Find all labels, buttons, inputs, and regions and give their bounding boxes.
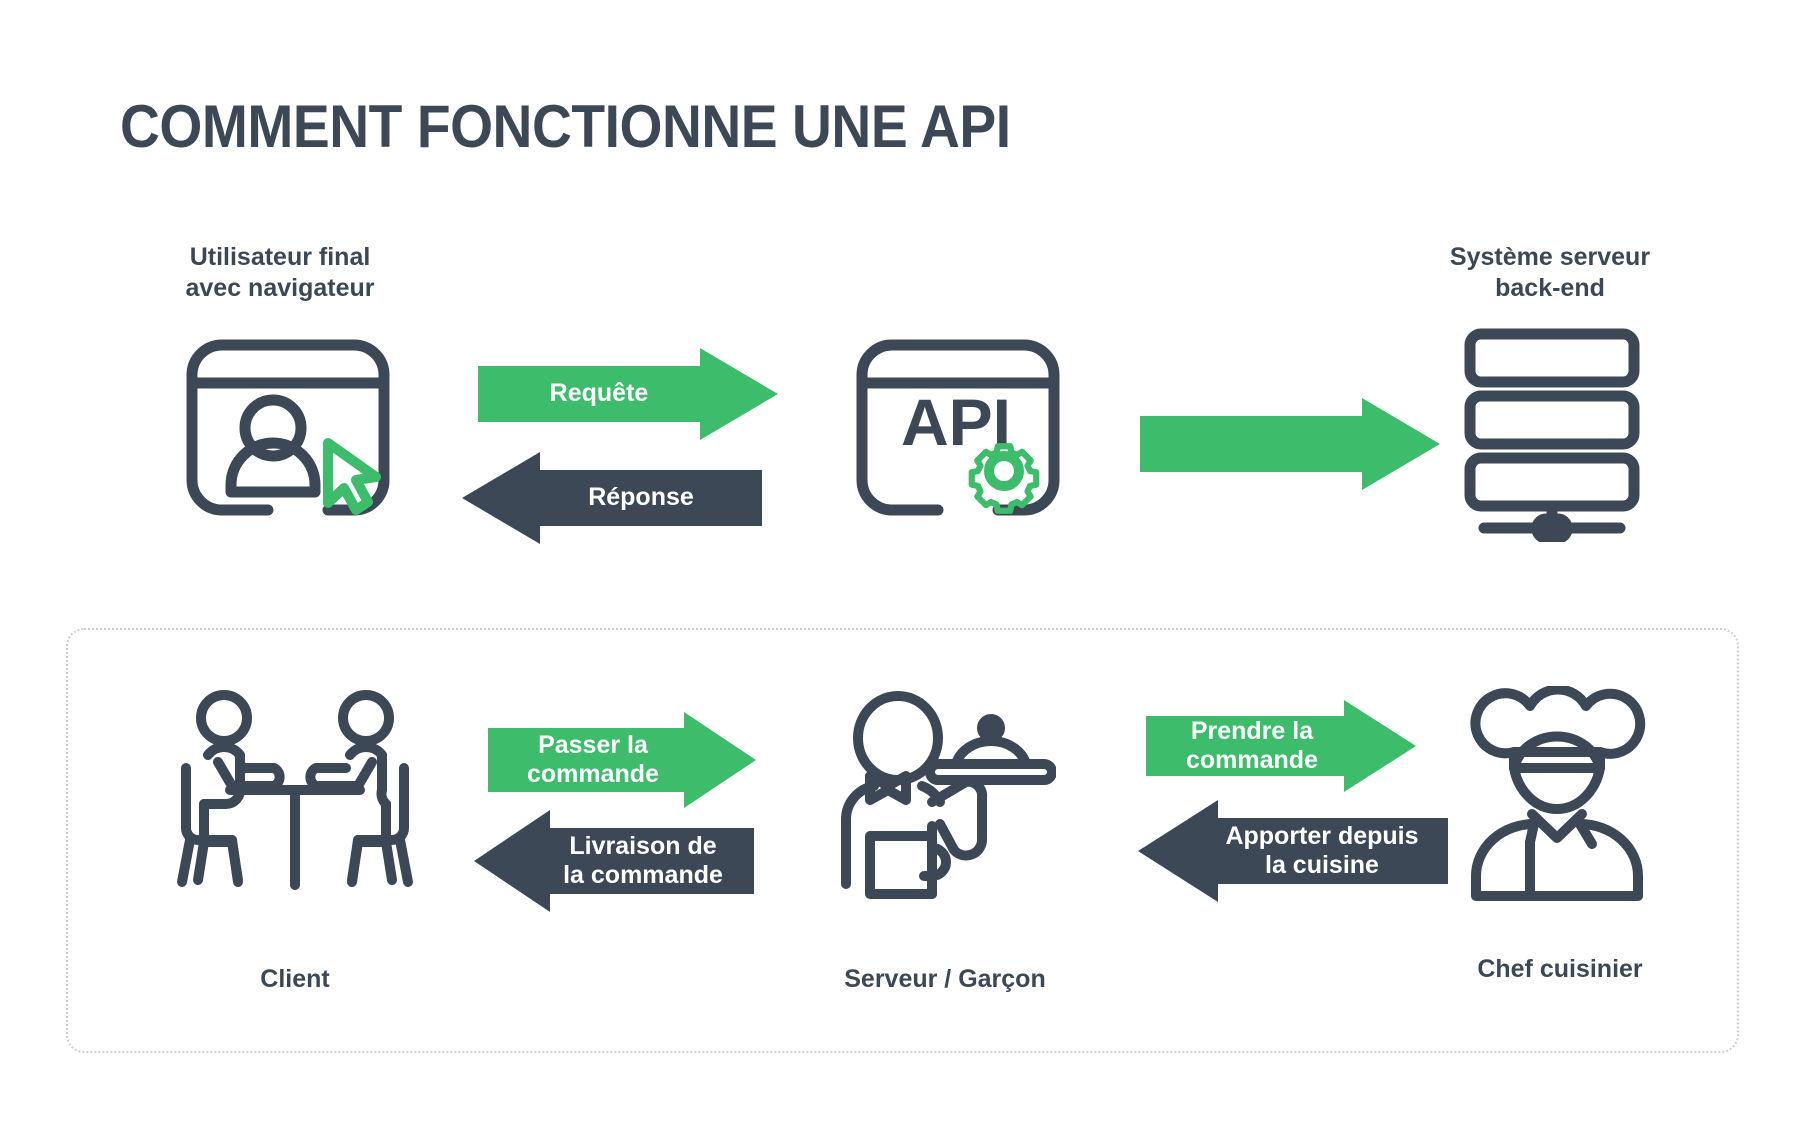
chef-cook-icon — [1452, 684, 1662, 906]
backend-server-label: Système serveur back-end — [1449, 243, 1651, 302]
request-arrow: Requête — [478, 348, 778, 440]
two-people-at-table-icon — [170, 690, 420, 890]
server-rack-icon — [1452, 322, 1652, 544]
waiter-with-tray-icon — [836, 690, 1057, 900]
api-text: API — [901, 385, 1011, 459]
customer-caption: Client — [260, 965, 330, 993]
end-user-label: Utilisateur final avec navigateur — [185, 243, 375, 302]
response-arrow: Réponse — [462, 452, 762, 544]
take-order-arrow: Prendre la commande — [1146, 700, 1416, 792]
deliver-order-arrow: Livraison de la commande — [474, 810, 754, 912]
restaurant-analogy-panel — [66, 628, 1739, 1053]
browser-user-cursor-icon — [168, 320, 408, 535]
backend-arrow — [1140, 398, 1440, 490]
chef-caption: Chef cuisinier — [1477, 955, 1643, 983]
page-title: COMMENT FONCTIONNE UNE API — [120, 93, 1011, 160]
waiter-caption: Serveur / Garçon — [844, 965, 1046, 993]
browser-api-gear-icon: API — [838, 320, 1078, 535]
bring-kitchen-arrow: Apporter depuis la cuisine — [1138, 800, 1448, 902]
place-order-arrow: Passer la commande — [488, 712, 756, 808]
